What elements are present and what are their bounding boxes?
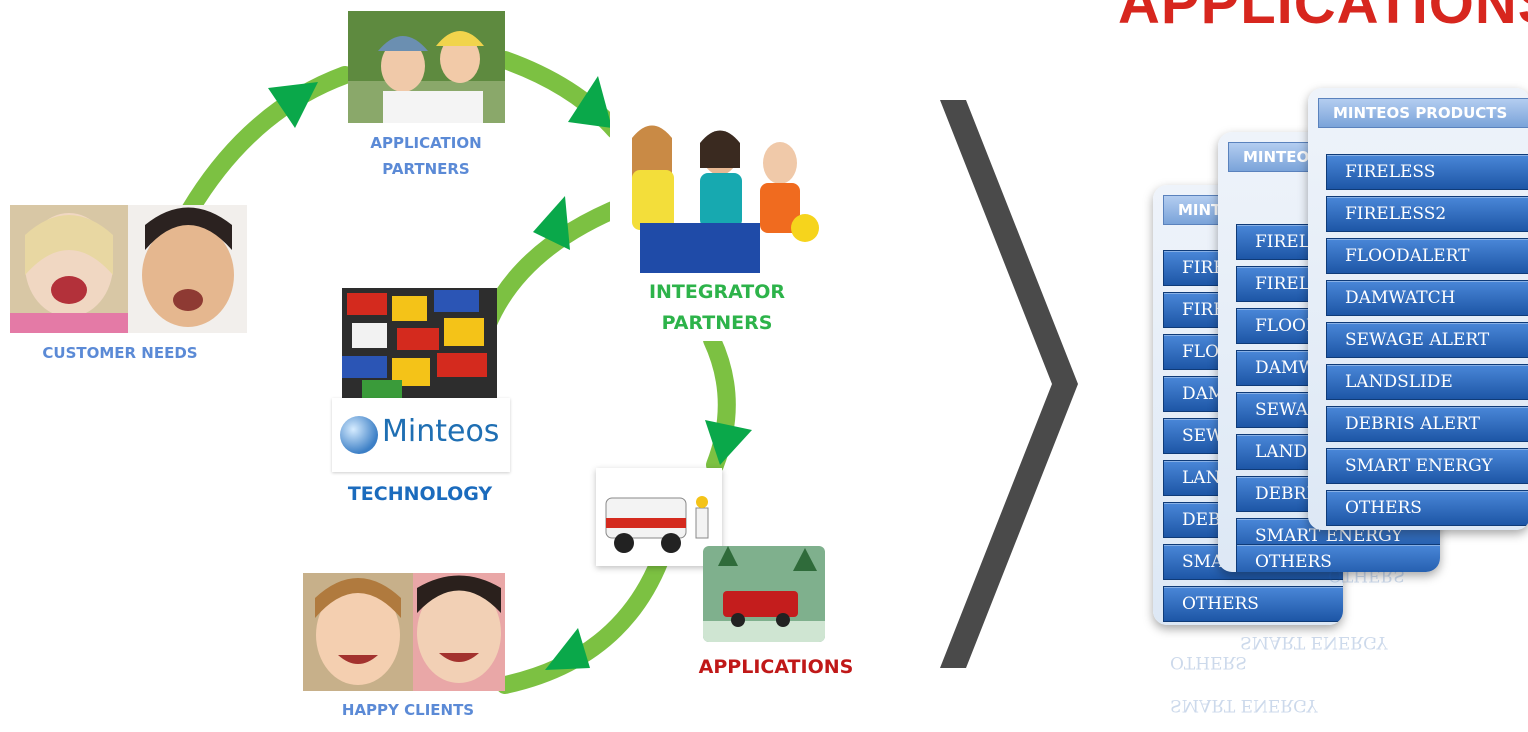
arrowhead-1 [268, 82, 318, 128]
arc-applications-to-happy [496, 551, 669, 694]
arrowhead-4 [705, 420, 752, 465]
product-item-damwatch[interactable]: DAMWATCH [1326, 280, 1528, 316]
integrator-partners-photo [610, 108, 825, 273]
firetruck-photo [703, 546, 825, 642]
arrowhead-3 [533, 196, 570, 250]
application-partners-label-line2: PARTNERS [382, 160, 470, 178]
product-item-floodalert[interactable]: FLOODALERT [1326, 238, 1528, 274]
happy-clients-photo [303, 573, 505, 691]
product-item-others[interactable]: OTHERS [1163, 586, 1343, 622]
applications-title: APPLICATIONS [1118, 0, 1528, 36]
minteos-logo-icon [340, 416, 378, 454]
application-partners-label-box [336, 123, 516, 187]
customer-needs-label-box [10, 333, 240, 371]
product-item-fireless[interactable]: FIRELESS [1326, 154, 1528, 190]
arrowhead-2 [568, 76, 612, 128]
reflection-text: SMART ENERGY [1170, 695, 1318, 715]
happy-clients-label-box [318, 691, 498, 729]
product-item-sewage-alert[interactable]: SEWAGE ALERT [1326, 322, 1528, 358]
products-panel-front: MINTEOS PRODUCTS FIRELESS FIRELESS2 FLOO… [1308, 88, 1528, 530]
technology-label: TECHNOLOGY [347, 483, 493, 505]
arc-customer-to-application [181, 66, 354, 219]
ambulance-photo [596, 468, 722, 566]
arrowhead-5 [545, 628, 590, 670]
product-item-landslide[interactable]: LANDSLIDE [1326, 364, 1528, 400]
happy-clients-label: HAPPY CLIENTS [341, 701, 475, 719]
product-item-debris-alert[interactable]: DEBRIS ALERT [1326, 406, 1528, 442]
reflection-text: OTHERS [1328, 565, 1405, 585]
technology-bricks-photo [342, 288, 497, 398]
integrator-partners-label-line2: PARTNERS [661, 312, 773, 334]
integrator-partners-label-line1: INTEGRATOR [648, 281, 786, 303]
reflection-text: OTHERS [1170, 652, 1247, 672]
integrator-partners-label-box [612, 273, 825, 341]
product-item-others[interactable]: OTHERS [1236, 544, 1440, 572]
product-item-smart-energy[interactable]: SMART ENERGY [1326, 448, 1528, 484]
product-item-others[interactable]: OTHERS [1326, 490, 1528, 526]
minteos-logo-text: Minteos [382, 414, 500, 449]
chevron-right-icon [940, 100, 1078, 668]
application-partners-label-line1: APPLICATION [370, 134, 482, 152]
customer-needs-label: CUSTOMER NEEDS [42, 344, 198, 362]
application-partners-photo [348, 11, 505, 123]
applications-label: APPLICATIONS [698, 656, 854, 678]
reflection-text: SMART ENERGY [1240, 632, 1388, 652]
customer-needs-photo [10, 205, 247, 333]
products-panel-header: MINTEOS PRODUCTS [1318, 98, 1528, 128]
product-item-fireless2[interactable]: FIRELESS2 [1326, 196, 1528, 232]
